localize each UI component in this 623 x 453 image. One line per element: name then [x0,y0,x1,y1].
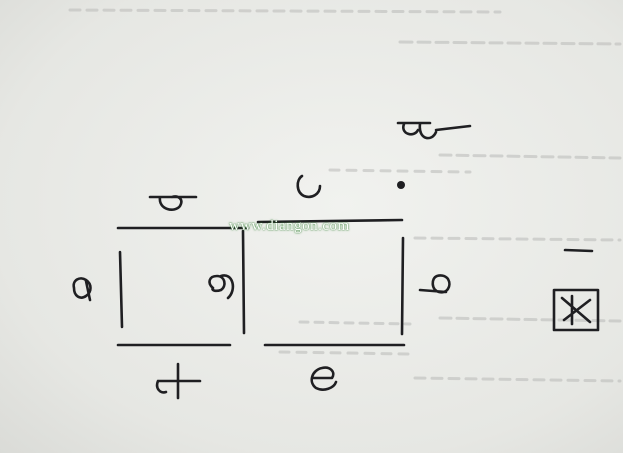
segment-a-line [118,250,124,329]
seven-segment-sketch [116,218,406,347]
label-g-glyph [208,274,235,300]
label-d-glyph [418,274,451,294]
caption-figure-glyph [552,288,600,332]
label-e-glyph [310,366,338,391]
handwritten-labels [72,121,600,400]
segment-c-line [256,218,404,224]
watermark-text: www.diangon.com [229,218,350,234]
label-c-glyph [296,174,322,199]
bleed-through-text [68,8,622,383]
decimal-point-dot [397,181,405,189]
caption-one-stroke [563,248,594,253]
label-f-glyph [155,362,202,400]
label-b-glyph [148,195,198,211]
label-dp-glyph [396,121,472,140]
segment-g-line [241,229,246,335]
segment-d-line [400,236,405,336]
label-a-glyph [72,277,92,302]
